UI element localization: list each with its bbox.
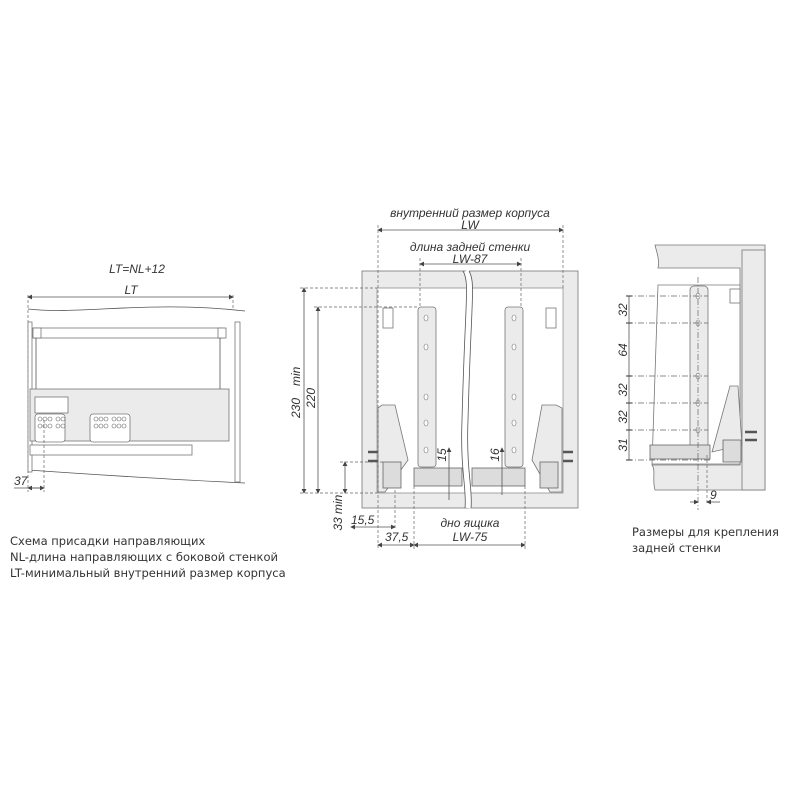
- back-wall-mounting-drawing: 32 64 32 32 31 9 Размеры для крепления з…: [616, 244, 779, 555]
- right-caption-line-2: задней стенки: [632, 541, 721, 555]
- runner-profile-right: [539, 461, 559, 489]
- min-label-33: min: [331, 494, 345, 514]
- cabinet-rear-wall: [234, 321, 241, 483]
- front-view-drawing: внутренний размер корпуса LW длина задне…: [289, 206, 579, 550]
- spacing-32-c: 32: [616, 410, 630, 424]
- dim-16-label: 16: [488, 448, 502, 462]
- spacing-31: 31: [616, 438, 630, 451]
- rear-bracket-right: [504, 306, 524, 468]
- rail-end-cap-left: [382, 307, 394, 329]
- rail-end-cap: [32, 327, 42, 339]
- caption-line-1: Схема присадки направляющих: [10, 534, 205, 548]
- lw-75-label: LW-75: [453, 530, 488, 544]
- lt-label: LT: [124, 283, 139, 297]
- caption-line-3: LT-минимальный внутренний размер корпуса: [10, 566, 286, 580]
- runner-profile-left: [382, 461, 402, 489]
- drawer-bottom-right: [471, 467, 526, 487]
- back-wall-label: длина задней стенки: [410, 240, 531, 254]
- rail-end-cap-right: [545, 307, 557, 329]
- dim-15-label: 15: [435, 448, 449, 462]
- mounting-holes: [37, 416, 127, 429]
- runner-profile: [722, 439, 742, 463]
- spacing-32-a: 32: [616, 303, 630, 317]
- dim-37-5-label: 37,5: [385, 530, 409, 544]
- dimension-ticks: [626, 295, 632, 461]
- cabinet-side-wall: [741, 249, 766, 491]
- break-line: [461, 270, 467, 509]
- right-caption-line-1: Размеры для крепления: [632, 525, 779, 539]
- screws: [368, 450, 573, 463]
- formula-lt: LT=NL+12: [109, 262, 165, 276]
- height-33-label: 33: [331, 517, 345, 531]
- rear-bracket: [689, 285, 709, 450]
- offset-9-label: 9: [710, 488, 717, 502]
- cabinet-break-line-bottom: [27, 469, 246, 484]
- drawer-bottom-left: [413, 467, 463, 487]
- drawer-bottom-label: дно ящика: [441, 516, 500, 530]
- runner: [29, 444, 193, 456]
- screws: [745, 430, 757, 442]
- cabinet-break-line-top: [27, 306, 246, 312]
- height-230-label: 230: [289, 398, 303, 419]
- drawer-bottom: [649, 444, 711, 460]
- rear-bracket-left: [417, 306, 437, 468]
- spacing-32-b: 32: [616, 383, 630, 397]
- rail-end-cap: [217, 327, 227, 339]
- inner-size-label: внутренний размер корпуса: [390, 206, 550, 220]
- break-gap: [460, 269, 473, 509]
- height-220-label: 220: [304, 388, 318, 409]
- offset-37-label: 37: [14, 474, 29, 488]
- min-label-230: min: [289, 366, 303, 386]
- brand-label: [34, 396, 69, 414]
- dim-15-5-label: 15,5: [351, 513, 375, 527]
- spacing-64: 64: [616, 343, 630, 357]
- rail-end-cap: [729, 288, 741, 304]
- caption-line-2: NL-длина направляющих с боковой стенкой: [10, 550, 278, 564]
- top-rail: [32, 327, 224, 339]
- break-line: [467, 270, 473, 509]
- runner: [711, 385, 743, 453]
- side-view-drawing: LT=NL+12 LT 37 Схема присадки направляющ…: [10, 262, 286, 580]
- bracket-holes: [423, 314, 517, 454]
